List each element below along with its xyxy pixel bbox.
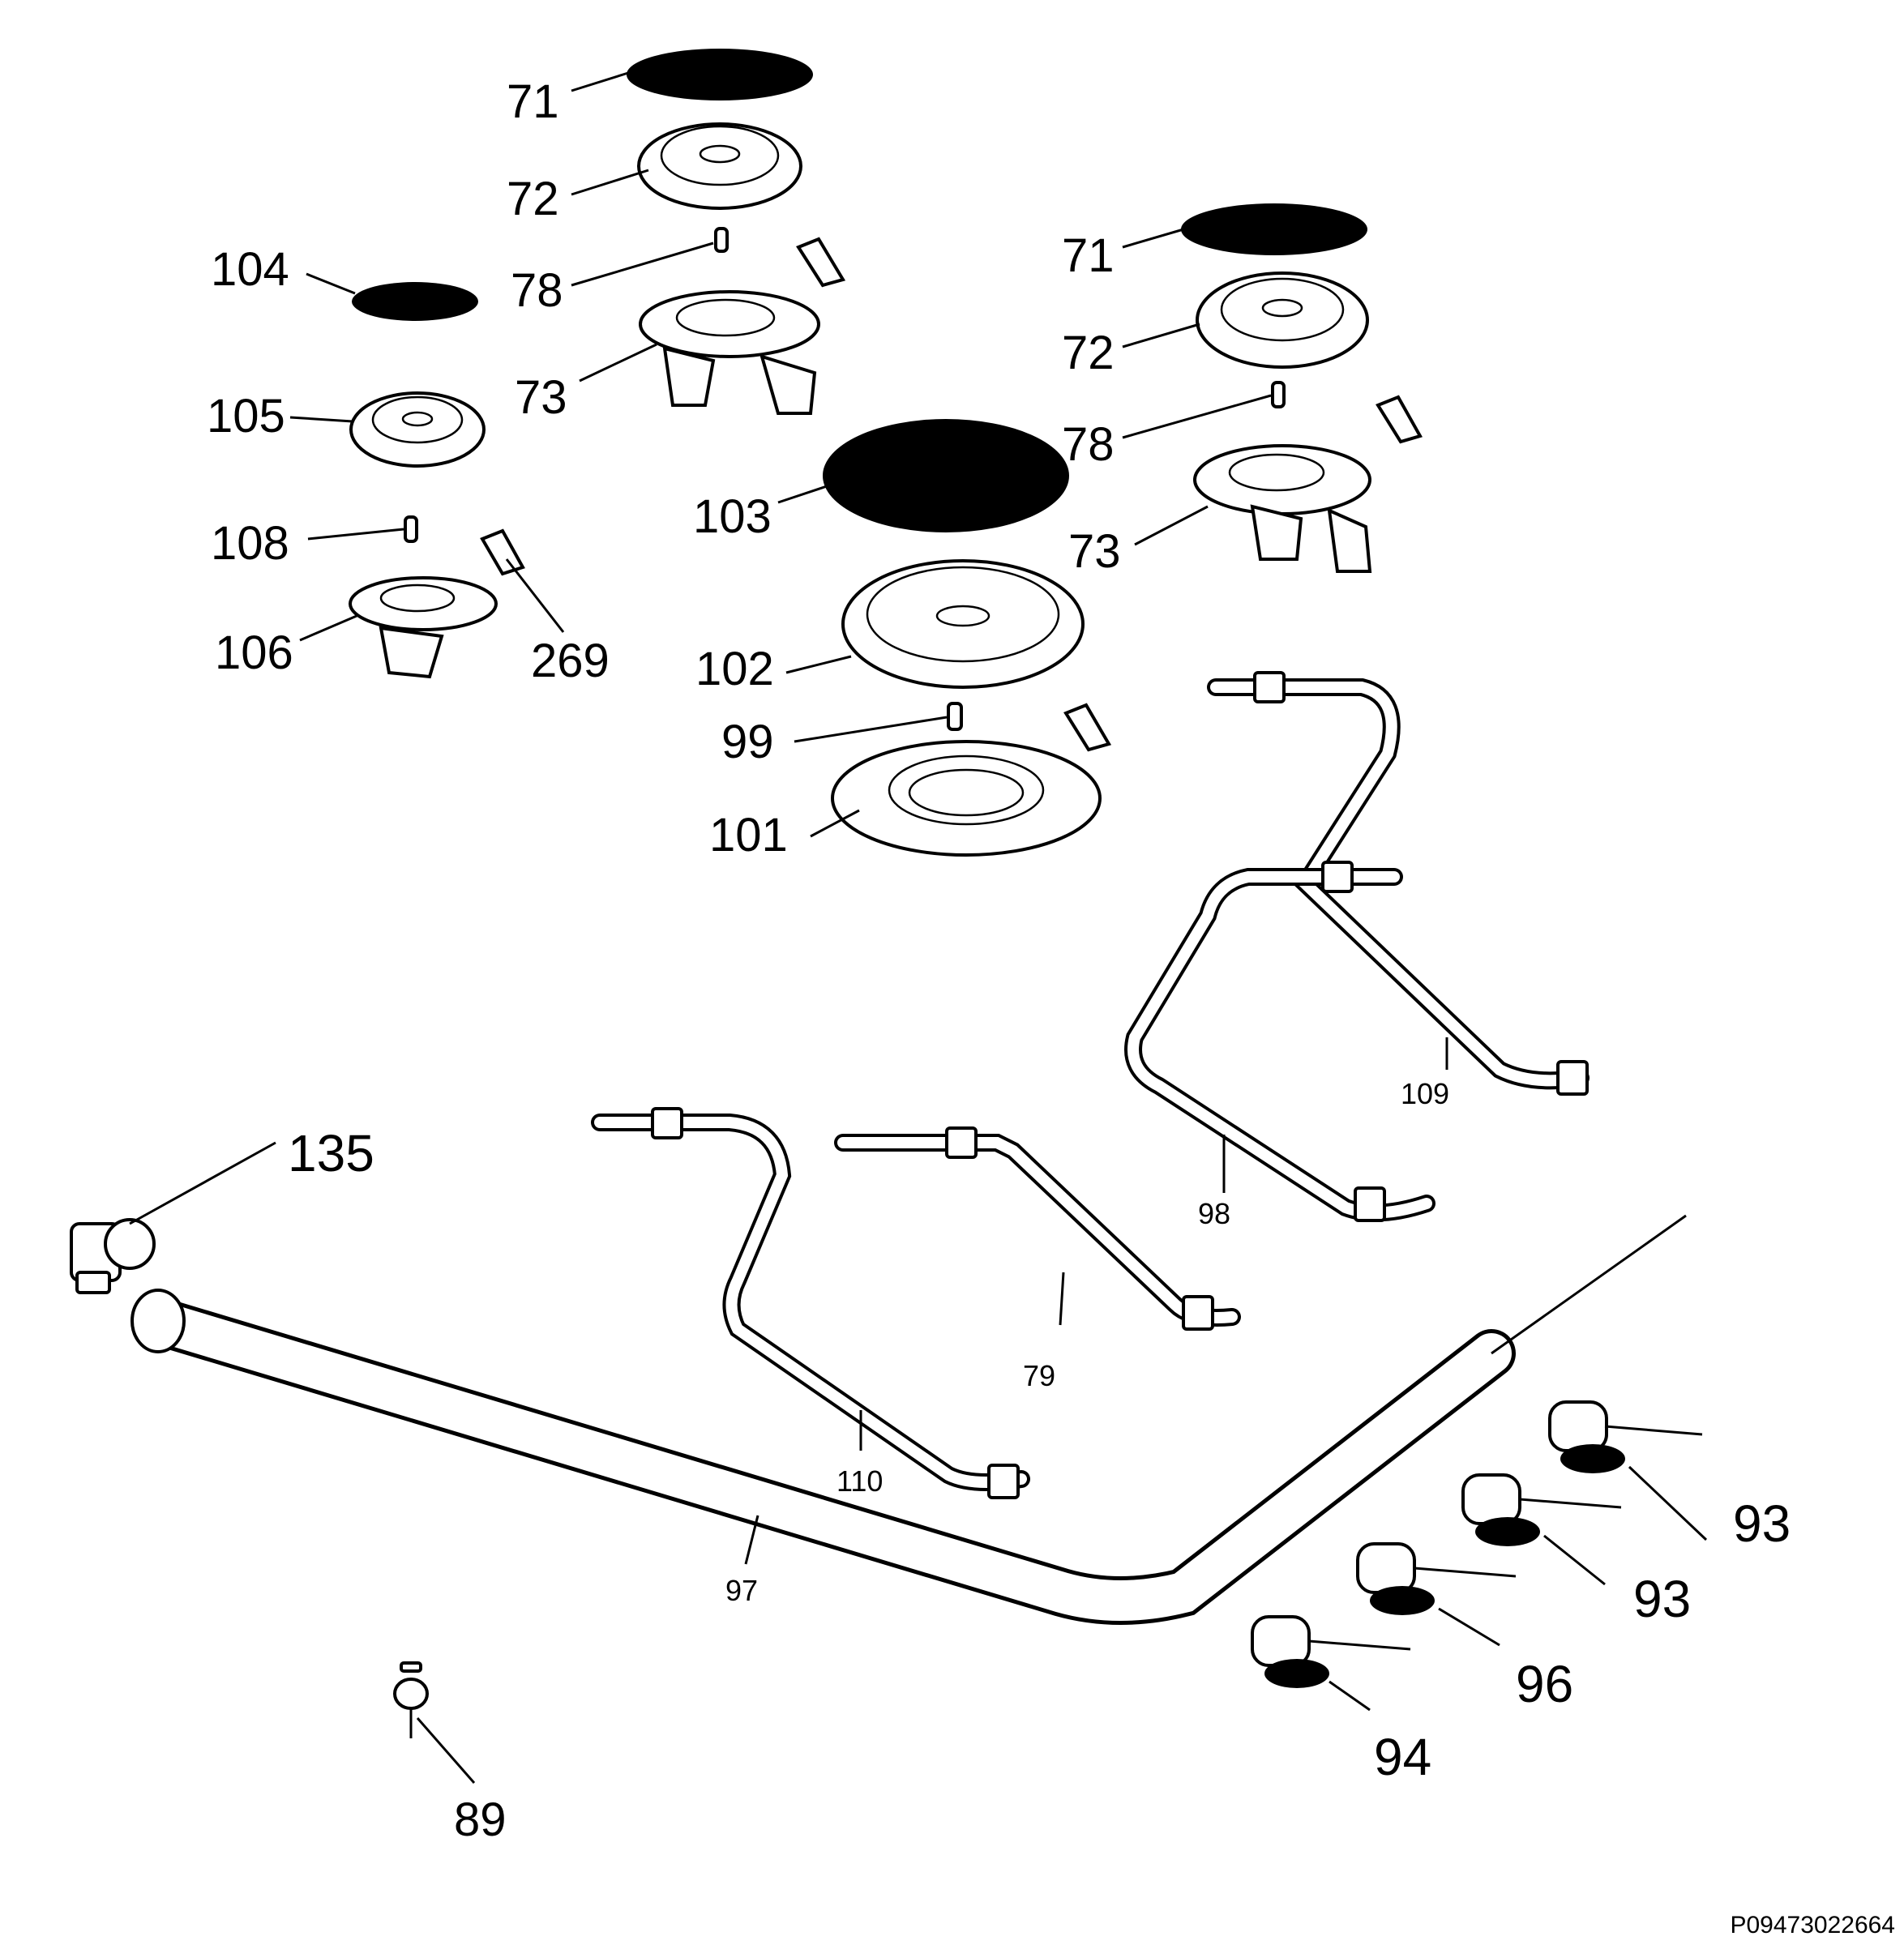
label-269: 269 — [531, 635, 610, 687]
leader-78a — [571, 242, 714, 287]
label-98: 98 — [1198, 1197, 1230, 1230]
label-103: 103 — [693, 490, 772, 543]
label-89: 89 — [454, 1793, 507, 1846]
pipe-fitting — [1556, 1060, 1589, 1096]
burner-cap-71-right — [1181, 203, 1367, 255]
injector-78-top — [714, 227, 729, 253]
leader-89 — [416, 1717, 476, 1784]
label-104: 104 — [211, 243, 289, 296]
label-99: 99 — [721, 716, 774, 768]
label-94: 94 — [1374, 1728, 1431, 1786]
burner-cap-103 — [823, 419, 1069, 532]
label-97: 97 — [725, 1574, 758, 1607]
gas-manifold-97 — [130, 1214, 1687, 1625]
label-110: 110 — [836, 1464, 883, 1498]
leader-93b — [1543, 1534, 1606, 1586]
burner-body-73-top — [639, 290, 820, 415]
clip-icon-269 — [480, 528, 525, 576]
leader-97 — [744, 1515, 759, 1565]
burner-crown-105 — [349, 391, 486, 468]
elbow-connector-135 — [70, 1218, 156, 1294]
label-105: 105 — [207, 390, 285, 442]
label-108: 108 — [211, 517, 289, 570]
gas-pipe-109 — [1207, 678, 1590, 1090]
leader-73a — [579, 343, 657, 383]
gas-valve-96 — [1356, 1542, 1517, 1615]
pipe-fitting — [1182, 1295, 1214, 1331]
label-109: 109 — [1401, 1077, 1449, 1110]
pipe-fitting — [1354, 1186, 1386, 1222]
burner-body-106 — [349, 576, 498, 679]
leader-104 — [306, 272, 356, 295]
clip-icon-center — [1063, 703, 1112, 752]
gas-pipe-98 — [1124, 868, 1435, 1222]
gas-valve-93a — [1548, 1400, 1703, 1473]
injector-108 — [404, 515, 418, 543]
leader-101 — [810, 809, 860, 838]
label-79: 79 — [1023, 1359, 1055, 1392]
label-71b: 71 — [1062, 229, 1115, 282]
label-102: 102 — [695, 643, 774, 695]
leader-93a — [1628, 1465, 1708, 1541]
injector-78-right — [1271, 381, 1286, 408]
leader-108 — [307, 528, 404, 541]
label-101: 101 — [709, 809, 788, 861]
burner-cap-104 — [352, 282, 478, 321]
leader-102 — [785, 655, 852, 674]
burner-body-73-right — [1193, 444, 1372, 573]
leader-269 — [505, 558, 565, 633]
label-106: 106 — [215, 626, 293, 679]
label-93a: 93 — [1733, 1494, 1791, 1553]
label-93b: 93 — [1633, 1570, 1691, 1628]
label-73a: 73 — [515, 371, 567, 424]
burner-crown-102 — [841, 559, 1085, 689]
gas-valve-93b — [1461, 1473, 1622, 1546]
pipe-fitting — [1253, 671, 1286, 703]
label-72a: 72 — [507, 173, 559, 225]
document-code: P09473022664 — [1730, 1912, 1895, 1939]
gas-valve-94 — [1251, 1615, 1411, 1688]
burner-crown-72-right — [1196, 271, 1369, 369]
gas-pipe-110 — [591, 1114, 1030, 1491]
burner-crown-72-top — [637, 122, 802, 210]
leader-71b — [1122, 228, 1184, 249]
leader-135 — [129, 1141, 276, 1225]
label-73b: 73 — [1068, 525, 1121, 578]
label-71a: 71 — [507, 75, 559, 128]
leader-96 — [1438, 1607, 1500, 1647]
leader-72b — [1122, 323, 1200, 348]
label-78b: 78 — [1062, 418, 1115, 471]
injector-99 — [947, 702, 963, 731]
leader-72a — [571, 169, 649, 196]
gas-pipe-79 — [834, 1134, 1241, 1327]
pipe-fitting — [987, 1464, 1020, 1499]
leader-79 — [1059, 1272, 1065, 1326]
leader-94 — [1329, 1680, 1371, 1712]
pipe-fitting — [945, 1126, 978, 1159]
clip-icon-right — [1376, 395, 1423, 444]
burner-body-101 — [831, 740, 1102, 857]
leader-78b — [1122, 394, 1272, 439]
screw-89 — [393, 1661, 429, 1738]
clip-icon-top — [796, 237, 846, 288]
leader-106 — [299, 614, 357, 642]
label-78a: 78 — [511, 264, 563, 317]
leader-103 — [777, 485, 828, 504]
label-135: 135 — [288, 1124, 374, 1182]
leader-71a — [571, 71, 629, 92]
pipe-fitting — [1321, 861, 1354, 893]
label-96: 96 — [1516, 1655, 1573, 1713]
burner-cap-71-top — [627, 49, 813, 100]
pipe-fitting — [651, 1107, 683, 1139]
leader-99 — [794, 716, 948, 743]
label-72b: 72 — [1062, 327, 1115, 379]
leader-105 — [289, 416, 353, 423]
leader-73b — [1134, 505, 1209, 546]
